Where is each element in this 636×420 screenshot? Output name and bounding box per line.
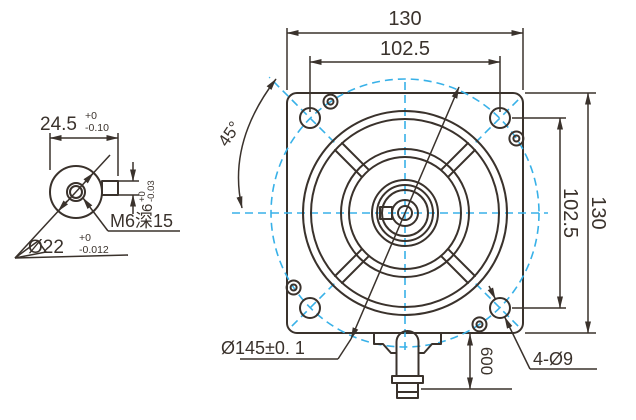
dim-shaft-diameter: Ø22 +0 -0.012 (14, 154, 129, 259)
dim-lead-length: 600 (421, 333, 512, 390)
dim-angle-45: 45° (214, 78, 277, 209)
dim-bolt-circle: Ø145±0. 1 (221, 86, 460, 360)
bolt-circle-centerline (270, 78, 540, 348)
dim-label-shaft-across-tol-up: +0 (85, 110, 97, 122)
dim-flange-height: 130 (525, 92, 609, 334)
dim-label-shaft-dia-tol-dn: -0.012 (79, 244, 109, 256)
face-screws (285, 93, 525, 333)
leader-tapped-hole: M6深15 (82, 197, 180, 232)
dim-label-flange-height: 130 (587, 196, 609, 229)
dim-label-shaft-across-tol-dn: -0.10 (85, 122, 109, 134)
tapped-hole (69, 185, 83, 199)
dim-label-lead-length: 600 (477, 347, 496, 375)
cable-connector (373, 330, 442, 399)
dim-hole-spacing-vertical: 102.5 (512, 117, 581, 309)
dim-label-shaft-across: 24.5 (40, 114, 77, 135)
dim-label-hole-spacing-v: 102.5 (559, 188, 581, 238)
dim-key-height: 6 +0 -0.03 (118, 162, 157, 214)
key-section (101, 180, 119, 196)
dim-label-corner-holes: 4-Ø9 (533, 349, 573, 369)
centerlines (232, 76, 548, 352)
dim-label-key-height: 6 (139, 204, 156, 212)
dim-label-shaft-dia-tol-up: +0 (79, 232, 91, 244)
tapped-hole-thread (66, 182, 86, 202)
open-arrowhead (14, 239, 48, 259)
dim-shaft-across: 24.5 +0 -0.10 (40, 110, 119, 176)
dim-label-flange-width: 130 (388, 8, 421, 30)
shaft-end-view: 24.5 +0 -0.10 6 +0 -0.03 M6深15 (14, 110, 180, 259)
dim-corner-holes: 4-Ø9 (487, 285, 597, 370)
dim-label-shaft-dia: Ø22 (28, 237, 64, 258)
dim-label-key-height-tol-dn: -0.03 (146, 180, 157, 202)
dim-label-key-height-tol-up: +0 (137, 191, 148, 202)
dim-flange-width: 130 (286, 8, 524, 90)
dim-label-bolt-circle: Ø145±0. 1 (221, 338, 305, 358)
dim-label-hole-spacing-h: 102.5 (380, 38, 430, 60)
dim-label-angle: 45° (214, 118, 244, 150)
label-tapped-hole: M6深15 (110, 211, 173, 231)
dim-hole-spacing-horizontal: 102.5 (309, 38, 501, 112)
